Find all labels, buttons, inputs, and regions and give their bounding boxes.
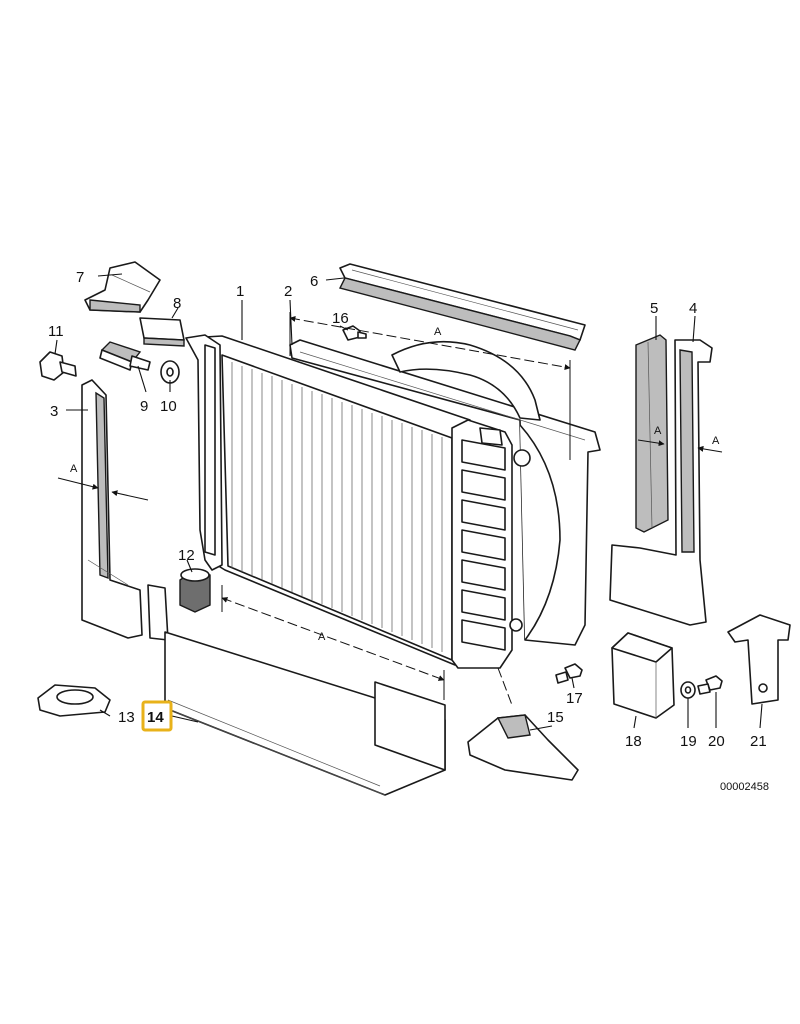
part-5-vertical-seal[interactable]	[635, 334, 669, 533]
part-15-lower-mount[interactable]	[467, 714, 579, 781]
dimension-a-left: A	[57, 463, 149, 501]
callout-20[interactable]: 20	[708, 733, 725, 750]
part-13-bracket[interactable]	[37, 684, 111, 717]
part-12-rubber-mount[interactable]	[179, 568, 211, 613]
radiator-core-fins	[231, 362, 443, 652]
callout-5[interactable]: 5	[650, 300, 658, 317]
dimension-label: A	[654, 425, 662, 437]
part-1-radiator[interactable]	[185, 334, 531, 669]
callout-6[interactable]: 6	[310, 273, 318, 290]
part-3-left-air-guide[interactable]	[81, 379, 143, 639]
part-21-bracket[interactable]	[727, 614, 791, 705]
callouts: 1 2 3 4 5 6 7 8 9 10 11 12 13 14 15 16 1…	[48, 269, 767, 750]
callout-21[interactable]: 21	[750, 733, 767, 750]
dimension-label: A	[434, 326, 442, 338]
callout-1[interactable]: 1	[236, 283, 244, 300]
callout-18[interactable]: 18	[625, 733, 642, 750]
leader-lines	[54, 273, 763, 731]
callout-7[interactable]: 7	[76, 269, 84, 286]
dimension-label: A	[318, 631, 326, 643]
callout-10[interactable]: 10	[160, 398, 177, 415]
callout-8[interactable]: 8	[173, 295, 181, 312]
callout-14[interactable]: 14	[147, 709, 164, 726]
dimension-a-top: A	[289, 312, 571, 460]
part-7-clip-bracket[interactable]	[84, 261, 161, 313]
part-8-grommet[interactable]	[139, 317, 185, 347]
callout-16[interactable]: 16	[332, 310, 349, 327]
callout-12[interactable]: 12	[178, 547, 195, 564]
highlight-box-part-14	[141, 700, 173, 732]
dimension-a-right: A A	[637, 425, 723, 453]
part-4-right-air-guide[interactable]	[609, 339, 713, 626]
dimension-a-bottom: A	[221, 585, 445, 700]
part-18-module-box[interactable]	[611, 632, 675, 719]
callout-3[interactable]: 3	[50, 403, 58, 420]
callout-2[interactable]: 2	[284, 283, 292, 300]
part-9-temperature-switch[interactable]	[99, 341, 151, 371]
callout-15[interactable]: 15	[547, 709, 564, 726]
drawing-number: 00002458	[720, 781, 769, 793]
callout-11[interactable]: 11	[48, 323, 64, 340]
callout-19[interactable]: 19	[680, 733, 697, 750]
part-17-bolt[interactable]	[555, 663, 583, 684]
part-11-drain-plug[interactable]	[39, 351, 77, 381]
part-6-top-seal[interactable]	[338, 263, 586, 351]
part-10-washer[interactable]	[160, 360, 180, 384]
centerline	[497, 667, 513, 706]
part-19-washer[interactable]	[680, 681, 696, 699]
dimension-label: A	[712, 435, 720, 447]
callout-17[interactable]: 17	[566, 690, 583, 707]
callout-13[interactable]: 13	[118, 709, 135, 726]
dimension-label: A	[70, 463, 78, 475]
part-20-screw[interactable]	[697, 675, 723, 695]
callout-9[interactable]: 9	[140, 398, 148, 415]
callout-4[interactable]: 4	[689, 300, 697, 317]
